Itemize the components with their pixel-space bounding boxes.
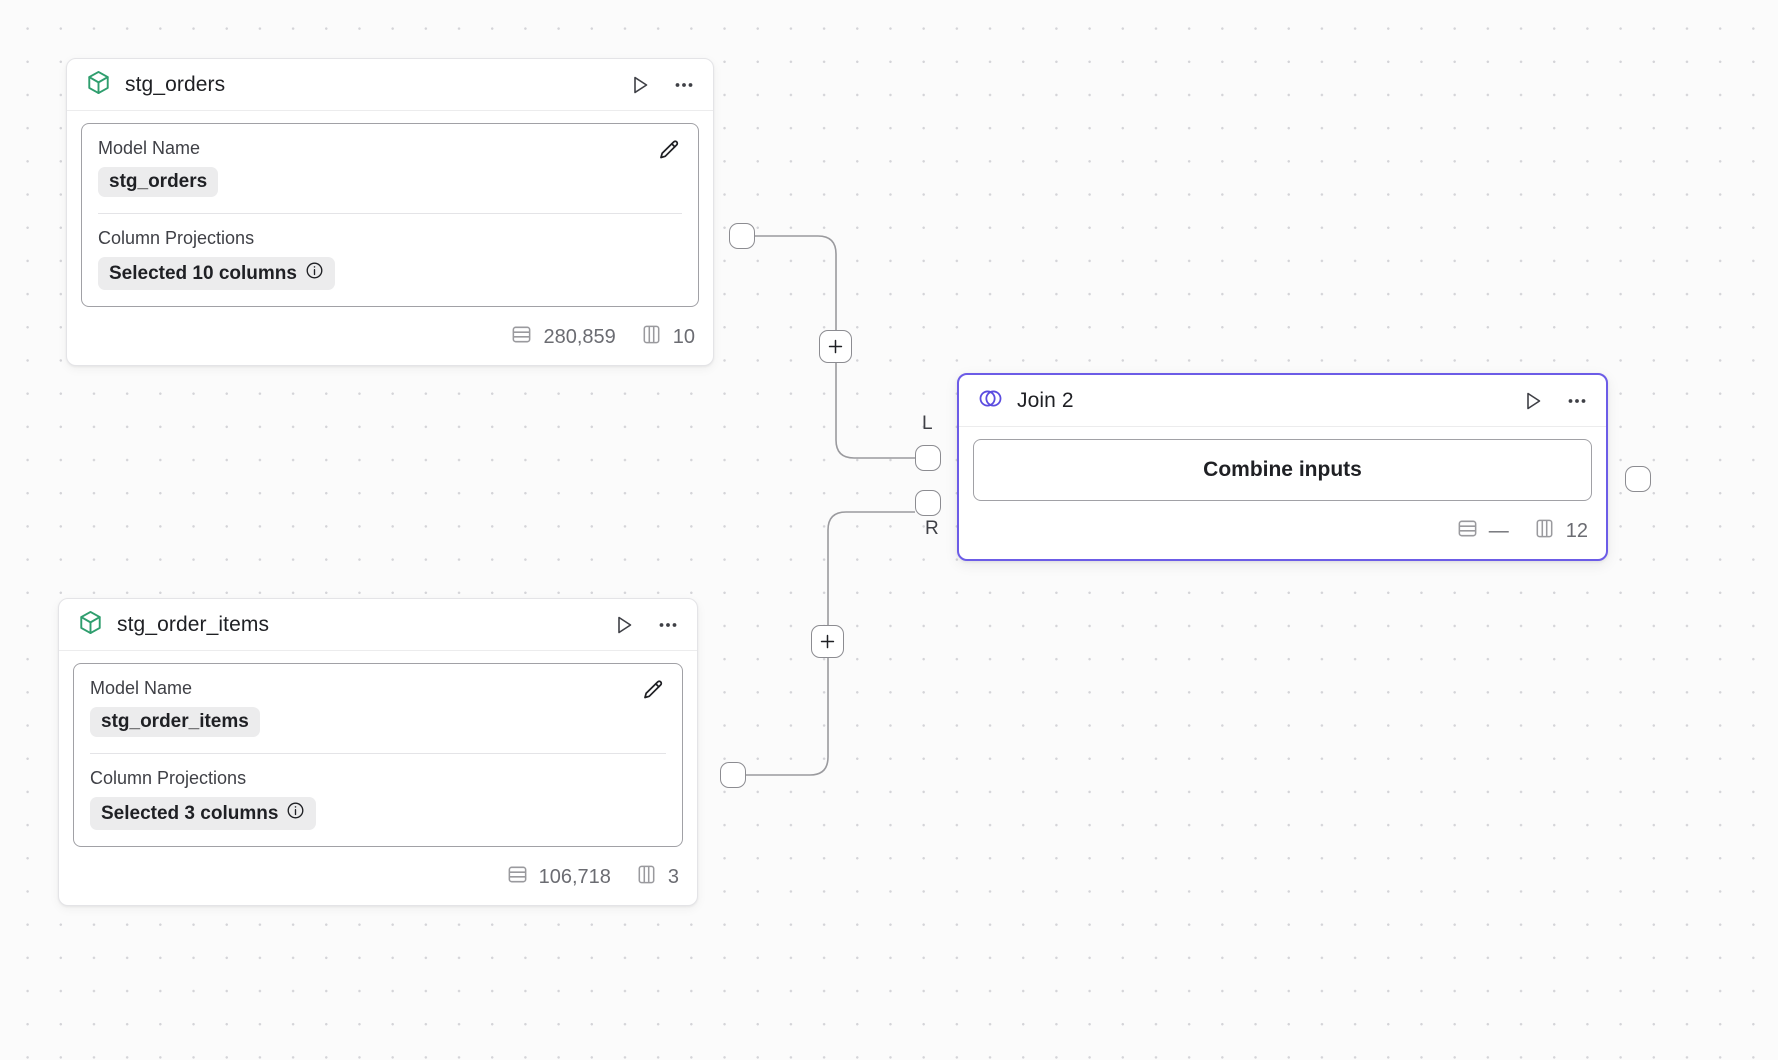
- column-count-stat: 12: [1533, 517, 1588, 546]
- row-count-stat: 106,718: [506, 863, 611, 892]
- output-handle-stg-orders[interactable]: [729, 223, 755, 249]
- model-name-chip[interactable]: stg_order_items: [90, 707, 260, 737]
- node-footer: 280,859 10: [67, 315, 713, 365]
- column-count-stat: 10: [640, 323, 695, 352]
- node-title: stg_order_items: [117, 612, 270, 636]
- columns-value: 12: [1565, 520, 1588, 542]
- column-projections-chip[interactable]: Selected 10 columns: [98, 257, 335, 290]
- node-body: Model Name stg_orders Column Projections: [67, 111, 713, 315]
- venn-icon: [977, 385, 1004, 417]
- node-header-actions: [611, 612, 681, 638]
- node-header: Join 2: [959, 375, 1606, 427]
- info-icon[interactable]: [286, 801, 305, 826]
- column-projections-value: Selected 10 columns: [109, 262, 297, 284]
- node-stg-orders[interactable]: stg_orders Model Name: [66, 58, 714, 366]
- row-count-stat: —: [1456, 517, 1509, 546]
- input-handle-join-right[interactable]: [915, 490, 941, 516]
- row-count-stat: 280,859: [510, 323, 616, 352]
- port-label-left: L: [922, 413, 933, 434]
- edit-icon[interactable]: [656, 138, 682, 164]
- panel-divider: [90, 753, 666, 754]
- node-footer: — 12: [959, 509, 1606, 559]
- node-header: stg_orders: [67, 59, 713, 111]
- run-icon[interactable]: [1520, 388, 1546, 414]
- rows-value: 106,718: [538, 866, 611, 888]
- node-title: stg_orders: [125, 72, 226, 96]
- model-name-label: Model Name: [98, 138, 201, 158]
- node-stg-order-items[interactable]: stg_order_items Model Name: [58, 598, 698, 906]
- more-options-icon[interactable]: [655, 612, 681, 638]
- column-projections-field: Column Projections Selected 3 columns: [90, 768, 666, 830]
- more-options-icon[interactable]: [671, 72, 697, 98]
- columns-icon: [635, 863, 658, 892]
- run-icon[interactable]: [627, 72, 653, 98]
- column-projections-label: Column Projections: [90, 768, 247, 788]
- column-count-stat: 3: [635, 863, 679, 892]
- rows-icon: [510, 323, 533, 352]
- rows-icon: [1456, 517, 1479, 546]
- cube-icon: [77, 609, 104, 641]
- more-options-icon[interactable]: [1564, 388, 1590, 414]
- column-projections-label: Column Projections: [98, 228, 255, 248]
- add-node-button-bottom[interactable]: [811, 625, 844, 658]
- rows-value: —: [1488, 520, 1509, 542]
- column-projections-chip[interactable]: Selected 3 columns: [90, 797, 317, 830]
- columns-value: 10: [672, 326, 695, 348]
- rows-icon: [506, 863, 529, 892]
- node-title: Join 2: [1017, 388, 1074, 412]
- combine-inputs-label: Combine inputs: [1203, 458, 1362, 481]
- columns-icon: [1533, 517, 1556, 546]
- rows-value: 280,859: [543, 326, 616, 348]
- node-join-2[interactable]: Join 2 Combine inputs: [957, 373, 1608, 561]
- model-name-label: Model Name: [90, 678, 193, 698]
- input-handle-join-left[interactable]: [915, 445, 941, 471]
- port-label-right: R: [925, 518, 939, 539]
- node-body: Combine inputs: [959, 427, 1606, 509]
- columns-icon: [640, 323, 663, 352]
- panel-divider: [98, 213, 682, 214]
- combine-inputs-button[interactable]: Combine inputs: [973, 439, 1592, 501]
- edit-icon[interactable]: [640, 678, 666, 704]
- model-name-field: Model Name stg_order_items: [90, 678, 666, 737]
- column-projections-value: Selected 3 columns: [101, 802, 279, 824]
- output-handle-stg-order-items[interactable]: [720, 762, 746, 788]
- cube-icon: [85, 69, 112, 101]
- model-name-field: Model Name stg_orders: [98, 138, 682, 197]
- node-header-actions: [1520, 388, 1590, 414]
- model-config-panel[interactable]: Model Name stg_orders Column Projections: [81, 123, 699, 307]
- add-node-button-top[interactable]: [819, 330, 852, 363]
- node-footer: 106,718 3: [59, 855, 697, 905]
- model-config-panel[interactable]: Model Name stg_order_items Column Projec…: [73, 663, 683, 847]
- node-body: Model Name stg_order_items Column Projec…: [59, 651, 697, 855]
- node-header: stg_order_items: [59, 599, 697, 651]
- info-icon[interactable]: [305, 261, 324, 286]
- run-icon[interactable]: [611, 612, 637, 638]
- output-handle-join-2[interactable]: [1625, 466, 1651, 492]
- column-projections-field: Column Projections Selected 10 columns: [98, 228, 682, 290]
- node-header-actions: [627, 72, 697, 98]
- model-name-chip[interactable]: stg_orders: [98, 167, 219, 197]
- columns-value: 3: [667, 866, 679, 888]
